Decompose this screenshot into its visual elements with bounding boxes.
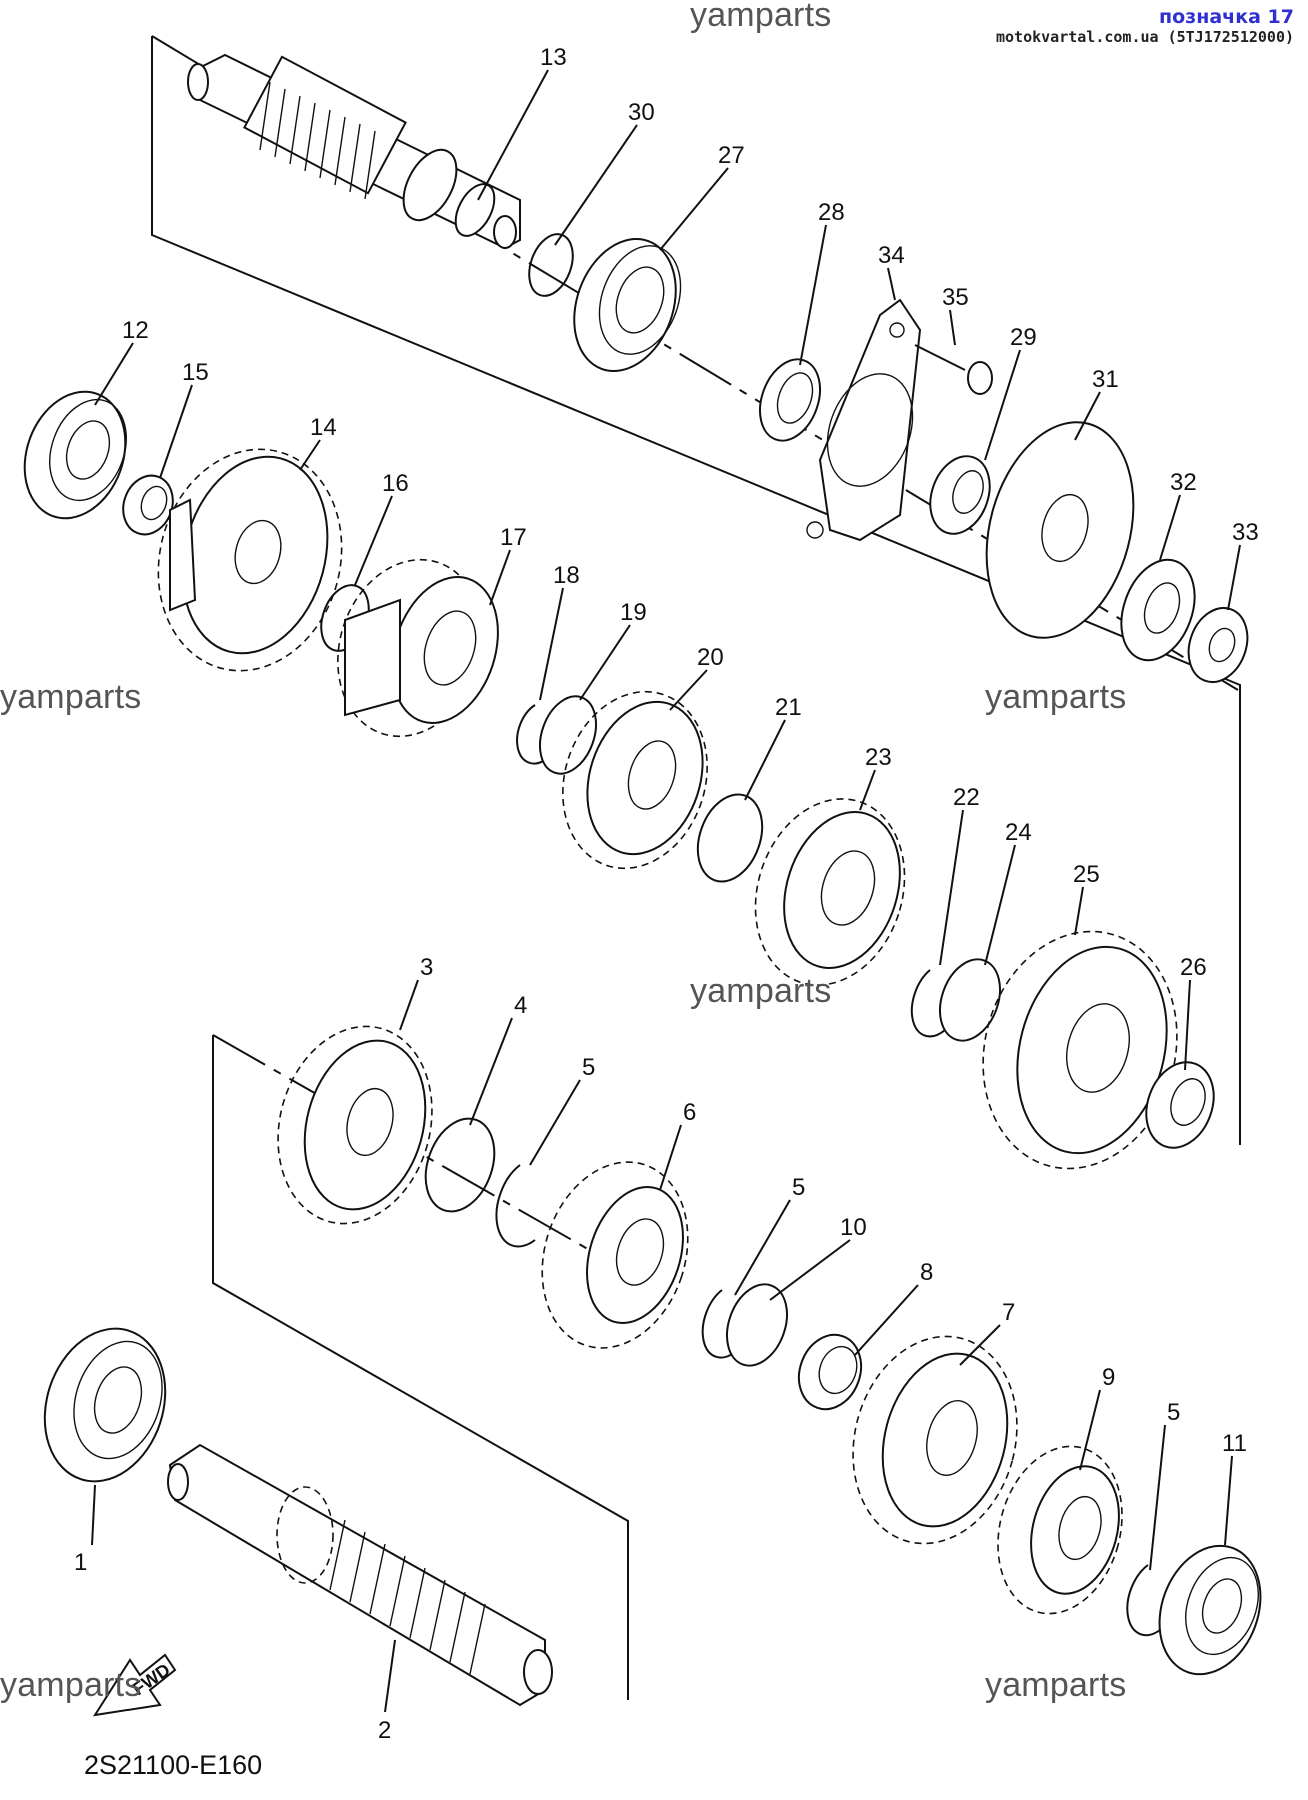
callout-28: 28 (818, 199, 845, 226)
callout-16: 16 (382, 470, 409, 497)
callout-15: 15 (182, 359, 209, 386)
callout-31: 31 (1092, 366, 1119, 393)
drive-axle-frame (212, 1034, 629, 1700)
callout-22: 22 (953, 784, 980, 811)
part-14-gear (157, 448, 343, 672)
callout-11: 11 (1222, 1430, 1247, 1457)
part-8-bearing (797, 1333, 863, 1411)
callout-5-c: 5 (1167, 1399, 1180, 1426)
reference-title: позначка 17 (1159, 6, 1294, 28)
callout-19: 19 (620, 599, 647, 626)
part-18-circlip (516, 704, 546, 765)
part-13-main-axle (187, 53, 521, 250)
callout-3: 3 (420, 954, 433, 981)
callout-2: 2 (378, 1717, 391, 1744)
callout-27: 27 (718, 142, 745, 169)
part-5-circlip-b (701, 1289, 736, 1359)
part-7-gear (852, 1335, 1018, 1545)
watermark-left-lower: yamparts (0, 1666, 142, 1704)
part-27-bearing (573, 238, 682, 372)
callout-17: 17 (500, 524, 527, 551)
callout-10: 10 (840, 1214, 867, 1241)
part-callouts: 13 30 27 28 34 35 29 31 32 33 12 15 14 1… (74, 44, 1259, 1744)
callout-13: 13 (540, 44, 567, 71)
callout-14: 14 (310, 414, 337, 441)
part-4-washer (424, 1117, 496, 1213)
callout-6: 6 (683, 1099, 696, 1126)
part-17-gear (337, 558, 499, 738)
part-23-gear (754, 798, 906, 986)
part-25-gear (982, 930, 1178, 1170)
callout-5-b: 5 (792, 1174, 805, 1201)
part-32-lock-washer (1120, 558, 1196, 662)
leader-lines (91, 69, 1241, 1713)
callout-8: 8 (920, 1259, 933, 1286)
part-31-sprocket (985, 421, 1135, 639)
diagram-code: 2S21100-E160 (84, 1750, 263, 1780)
part-20-gear (562, 690, 708, 870)
callout-24: 24 (1005, 819, 1032, 846)
callout-23: 23 (865, 744, 892, 771)
callout-9: 9 (1102, 1364, 1115, 1391)
watermark-right-lower: yamparts (985, 1666, 1127, 1704)
part-6-gear (541, 1161, 689, 1349)
callout-1: 1 (74, 1549, 87, 1576)
callout-5-a: 5 (582, 1054, 595, 1081)
callout-12: 12 (122, 317, 149, 344)
callout-33: 33 (1232, 519, 1259, 546)
part-22-circlip (910, 969, 946, 1038)
part-34-retainer-plate (806, 298, 922, 542)
callout-18: 18 (553, 562, 580, 589)
part-9-gear (997, 1445, 1123, 1615)
watermark-left-upper: yamparts (0, 678, 142, 716)
part-29-collar (929, 455, 991, 535)
part-21-washer (696, 793, 764, 883)
callout-34: 34 (878, 242, 905, 269)
reference-site: motokvartal.com.ua (5TJ172512000) (995, 28, 1294, 46)
watermark-right-upper: yamparts (985, 678, 1127, 716)
part-10-washer (726, 1283, 788, 1367)
callout-21: 21 (775, 694, 802, 721)
part-33-nut (1187, 607, 1249, 683)
part-30-circlip (528, 233, 574, 297)
part-5-circlip-c (1126, 1564, 1161, 1637)
callout-25: 25 (1073, 861, 1100, 888)
part-35-bolt (914, 344, 993, 395)
reference-header: позначка 17 motokvartal.com.ua (5TJ17251… (996, 6, 1294, 46)
watermark-top: yamparts (690, 0, 832, 34)
callout-30: 30 (628, 99, 655, 126)
callout-35: 35 (942, 284, 969, 311)
part-11-bearing (1158, 1544, 1262, 1676)
part-2-drive-axle (167, 1443, 553, 1707)
part-3-gear (277, 1025, 433, 1225)
callout-20: 20 (697, 644, 724, 671)
callout-7: 7 (1002, 1299, 1015, 1326)
watermark-center: yamparts (690, 972, 832, 1010)
callout-4: 4 (514, 992, 527, 1019)
callout-32: 32 (1170, 469, 1197, 496)
part-12-bearing (23, 390, 127, 520)
callout-26: 26 (1180, 954, 1207, 981)
part-1-bearing (43, 1327, 167, 1483)
part-28-oil-seal (759, 358, 821, 442)
callout-29: 29 (1010, 324, 1037, 351)
part-5-circlip-a (495, 1164, 536, 1248)
part-26-collar (1145, 1061, 1215, 1149)
part-24-washer (939, 958, 1001, 1042)
